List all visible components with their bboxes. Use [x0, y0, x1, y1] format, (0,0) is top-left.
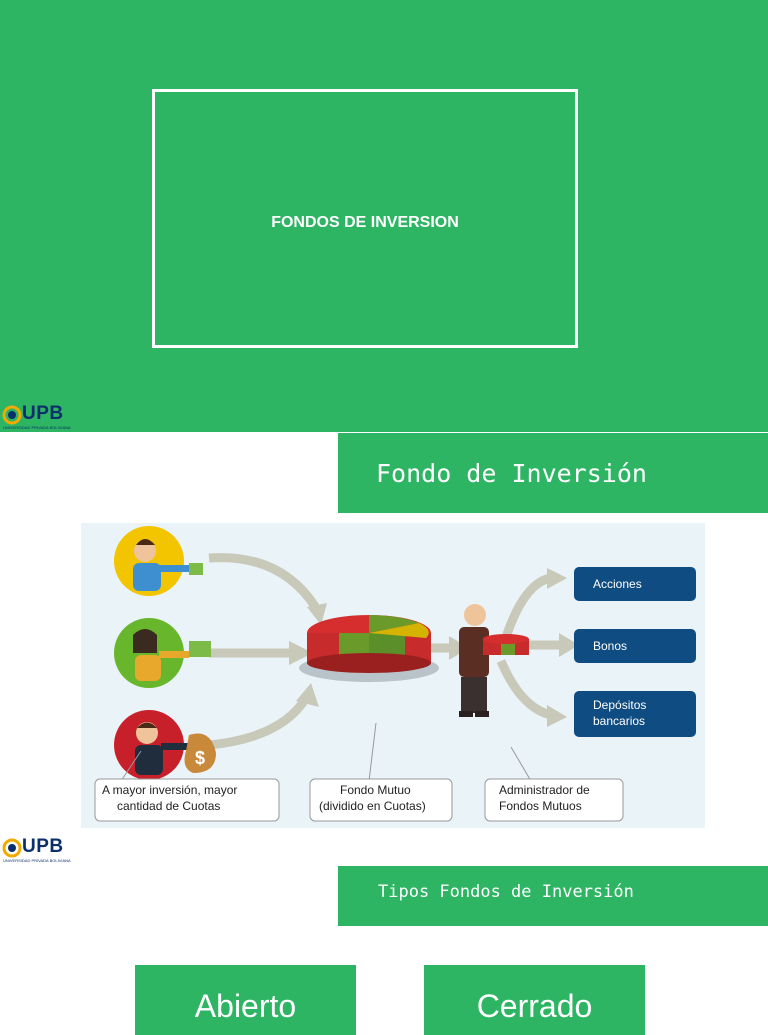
destination-depositos-label-1: Depósitos [593, 698, 646, 712]
caption-fund: Fondo Mutuo (dividido en Cuotas) [309, 722, 453, 822]
svg-text:(dividido en Cuotas): (dividido en Cuotas) [319, 799, 426, 813]
svg-text:Fondo Mutuo: Fondo Mutuo [340, 783, 411, 797]
logo-subtitle: UNIVERSIDAD PRIVADA BOLIVIANA [3, 858, 71, 863]
investor-2-icon [114, 618, 211, 688]
slide-title: FONDOS DE INVERSION [271, 214, 459, 231]
destination-depositos-label-2: bancarios [593, 714, 645, 728]
destination-acciones-label: Acciones [593, 577, 642, 591]
type-cerrado: Cerrado [424, 965, 645, 1035]
svg-text:A mayor inversión, mayor: A mayor inversión, mayor [102, 783, 237, 797]
logo-name: UPB [22, 403, 64, 424]
destination-bonos-label: Bonos [593, 639, 627, 653]
upb-logo: UPB UNIVERSIDAD PRIVADA BOLIVIANA [2, 836, 80, 865]
investor-1-icon [114, 526, 203, 596]
destination-acciones: Acciones [574, 567, 696, 601]
investor-3-icon: $ [114, 710, 216, 780]
type-abierto: Abierto [135, 965, 356, 1035]
destination-bonos: Bonos [574, 629, 696, 663]
fund-infographic: $ Acciones [81, 523, 705, 828]
svg-text:Fondos Mutuos: Fondos Mutuos [499, 799, 582, 813]
destination-depositos: Depósitos bancarios [574, 691, 696, 737]
logo-name: UPB [22, 836, 64, 857]
svg-text:Administrador de: Administrador de [499, 783, 590, 797]
svg-text:$: $ [195, 748, 205, 768]
upb-logo: UPB UNIVERSIDAD PRIVADA BOLIVIANA [2, 403, 80, 432]
title-slide: FONDOS DE INVERSION [0, 0, 768, 432]
fondo-heading: Fondo de Inversión [338, 433, 768, 513]
svg-text:cantidad de Cuotas: cantidad de Cuotas [117, 799, 220, 813]
tipos-heading: Tipos Fondos de Inversión [338, 866, 768, 926]
upb-emblem-icon [2, 838, 22, 858]
title-frame: FONDOS DE INVERSION [152, 89, 578, 348]
fund-administrator-icon [459, 604, 529, 717]
caption-administrator: Administrador de Fondos Mutuos [484, 746, 624, 822]
caption-investors: A mayor inversión, mayor cantidad de Cuo… [94, 750, 280, 822]
logo-subtitle: UNIVERSIDAD PRIVADA BOLIVIANA [3, 425, 71, 430]
upb-emblem-icon [2, 405, 22, 425]
fund-pie-icon [299, 615, 439, 682]
